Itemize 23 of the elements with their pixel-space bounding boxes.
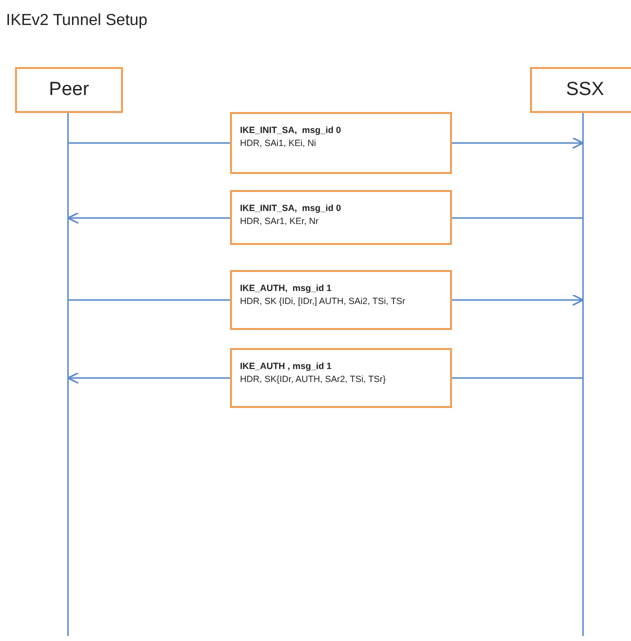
message-name: IKE_AUTH, msg_id 1: [240, 282, 333, 295]
message-box: [230, 348, 452, 408]
message-name: IKE_INIT_SA, msg_id 0: [240, 202, 342, 215]
message-payload: HDR, SAr1, KEr, Nr: [240, 215, 320, 228]
diagram-title: IKEv2 Tunnel Setup: [6, 12, 148, 30]
message-payload: HDR, SK {IDi, [IDr,] AUTH, SAi2, TSi, TSr: [240, 295, 406, 308]
connector-line: [452, 377, 583, 379]
participant-box: SSX: [530, 67, 631, 113]
message-box: [230, 190, 452, 245]
arrow: [67, 372, 230, 384]
connector-line: [452, 217, 583, 219]
connector-line: [68, 142, 230, 144]
message-payload: HDR, SAi1, KEi, Ni: [240, 137, 318, 150]
message-payload: HDR, SK{IDr, AUTH, SAr2, TSi, TSr}: [240, 373, 387, 386]
arrow: [452, 136, 584, 150]
arrow: [67, 212, 230, 224]
participant-box: Peer: [15, 67, 123, 113]
message-box: [230, 270, 452, 330]
message-name: IKE_INIT_SA, msg_id 0: [240, 124, 342, 137]
message-name: IKE_AUTH , msg_id 1: [240, 360, 333, 373]
connector-line: [68, 299, 230, 301]
message-box: [230, 112, 452, 174]
arrow: [452, 294, 584, 306]
